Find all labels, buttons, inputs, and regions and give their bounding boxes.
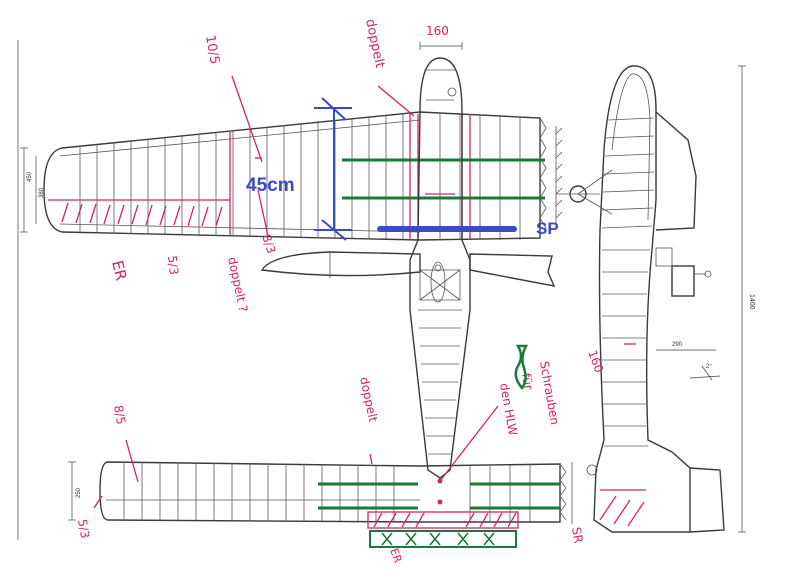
note-er: ER <box>108 259 130 283</box>
note-spar-5-3: 5/3 <box>165 255 181 276</box>
fin-offset-label: 290 <box>672 342 683 348</box>
wing-ribs <box>79 113 521 240</box>
fuselage-width-label: 160 <box>426 24 449 38</box>
fuselage-top <box>409 42 471 479</box>
note-doppelt-fuselage: doppelt <box>362 18 387 69</box>
cg-label: SP <box>536 219 559 238</box>
note-sr: SR <box>569 526 586 544</box>
note-spar-top: 10/5 <box>202 34 222 65</box>
note-doppelt-tail: doppelt <box>357 376 380 424</box>
wing-trailing-hatch <box>61 202 223 227</box>
chord-inner-label: 380 <box>39 187 45 198</box>
note-doppelt-wing: doppelt ? <box>225 256 250 314</box>
wing-chord-dimension: 450 380 <box>20 147 45 233</box>
note-er-tail: ER <box>387 547 404 565</box>
lower-wing-root <box>260 251 556 287</box>
length-label: 1400 <box>748 294 755 310</box>
green-elevator-box <box>369 530 517 548</box>
fuselage-stations <box>418 309 462 455</box>
tailplane: 250 <box>68 405 573 548</box>
green-scribble <box>514 344 529 391</box>
note-schrauben: Schrauben <box>537 360 562 426</box>
wing-green-spars <box>342 158 545 200</box>
note-den-hlw: den HLW <box>497 382 520 437</box>
note-spar-8-5: 8/5 <box>111 404 128 425</box>
note-spar-5-3-tail: 5/3 <box>75 518 92 539</box>
tail-ribs <box>123 462 531 522</box>
angle-label: 2° <box>706 364 712 370</box>
wing-half <box>43 111 563 241</box>
stab-chord-label: 250 <box>76 487 82 498</box>
chord-outer-label: 450 <box>27 171 33 182</box>
note-spar-8-3: 8/3 <box>259 233 278 256</box>
fuselage-side: 1400 290 2° <box>556 65 755 533</box>
distance-label: 45cm <box>246 175 295 196</box>
note-160-side: 160 <box>585 348 606 374</box>
side-formers <box>601 117 655 447</box>
cg-annotation: 45cm SP <box>246 97 559 241</box>
